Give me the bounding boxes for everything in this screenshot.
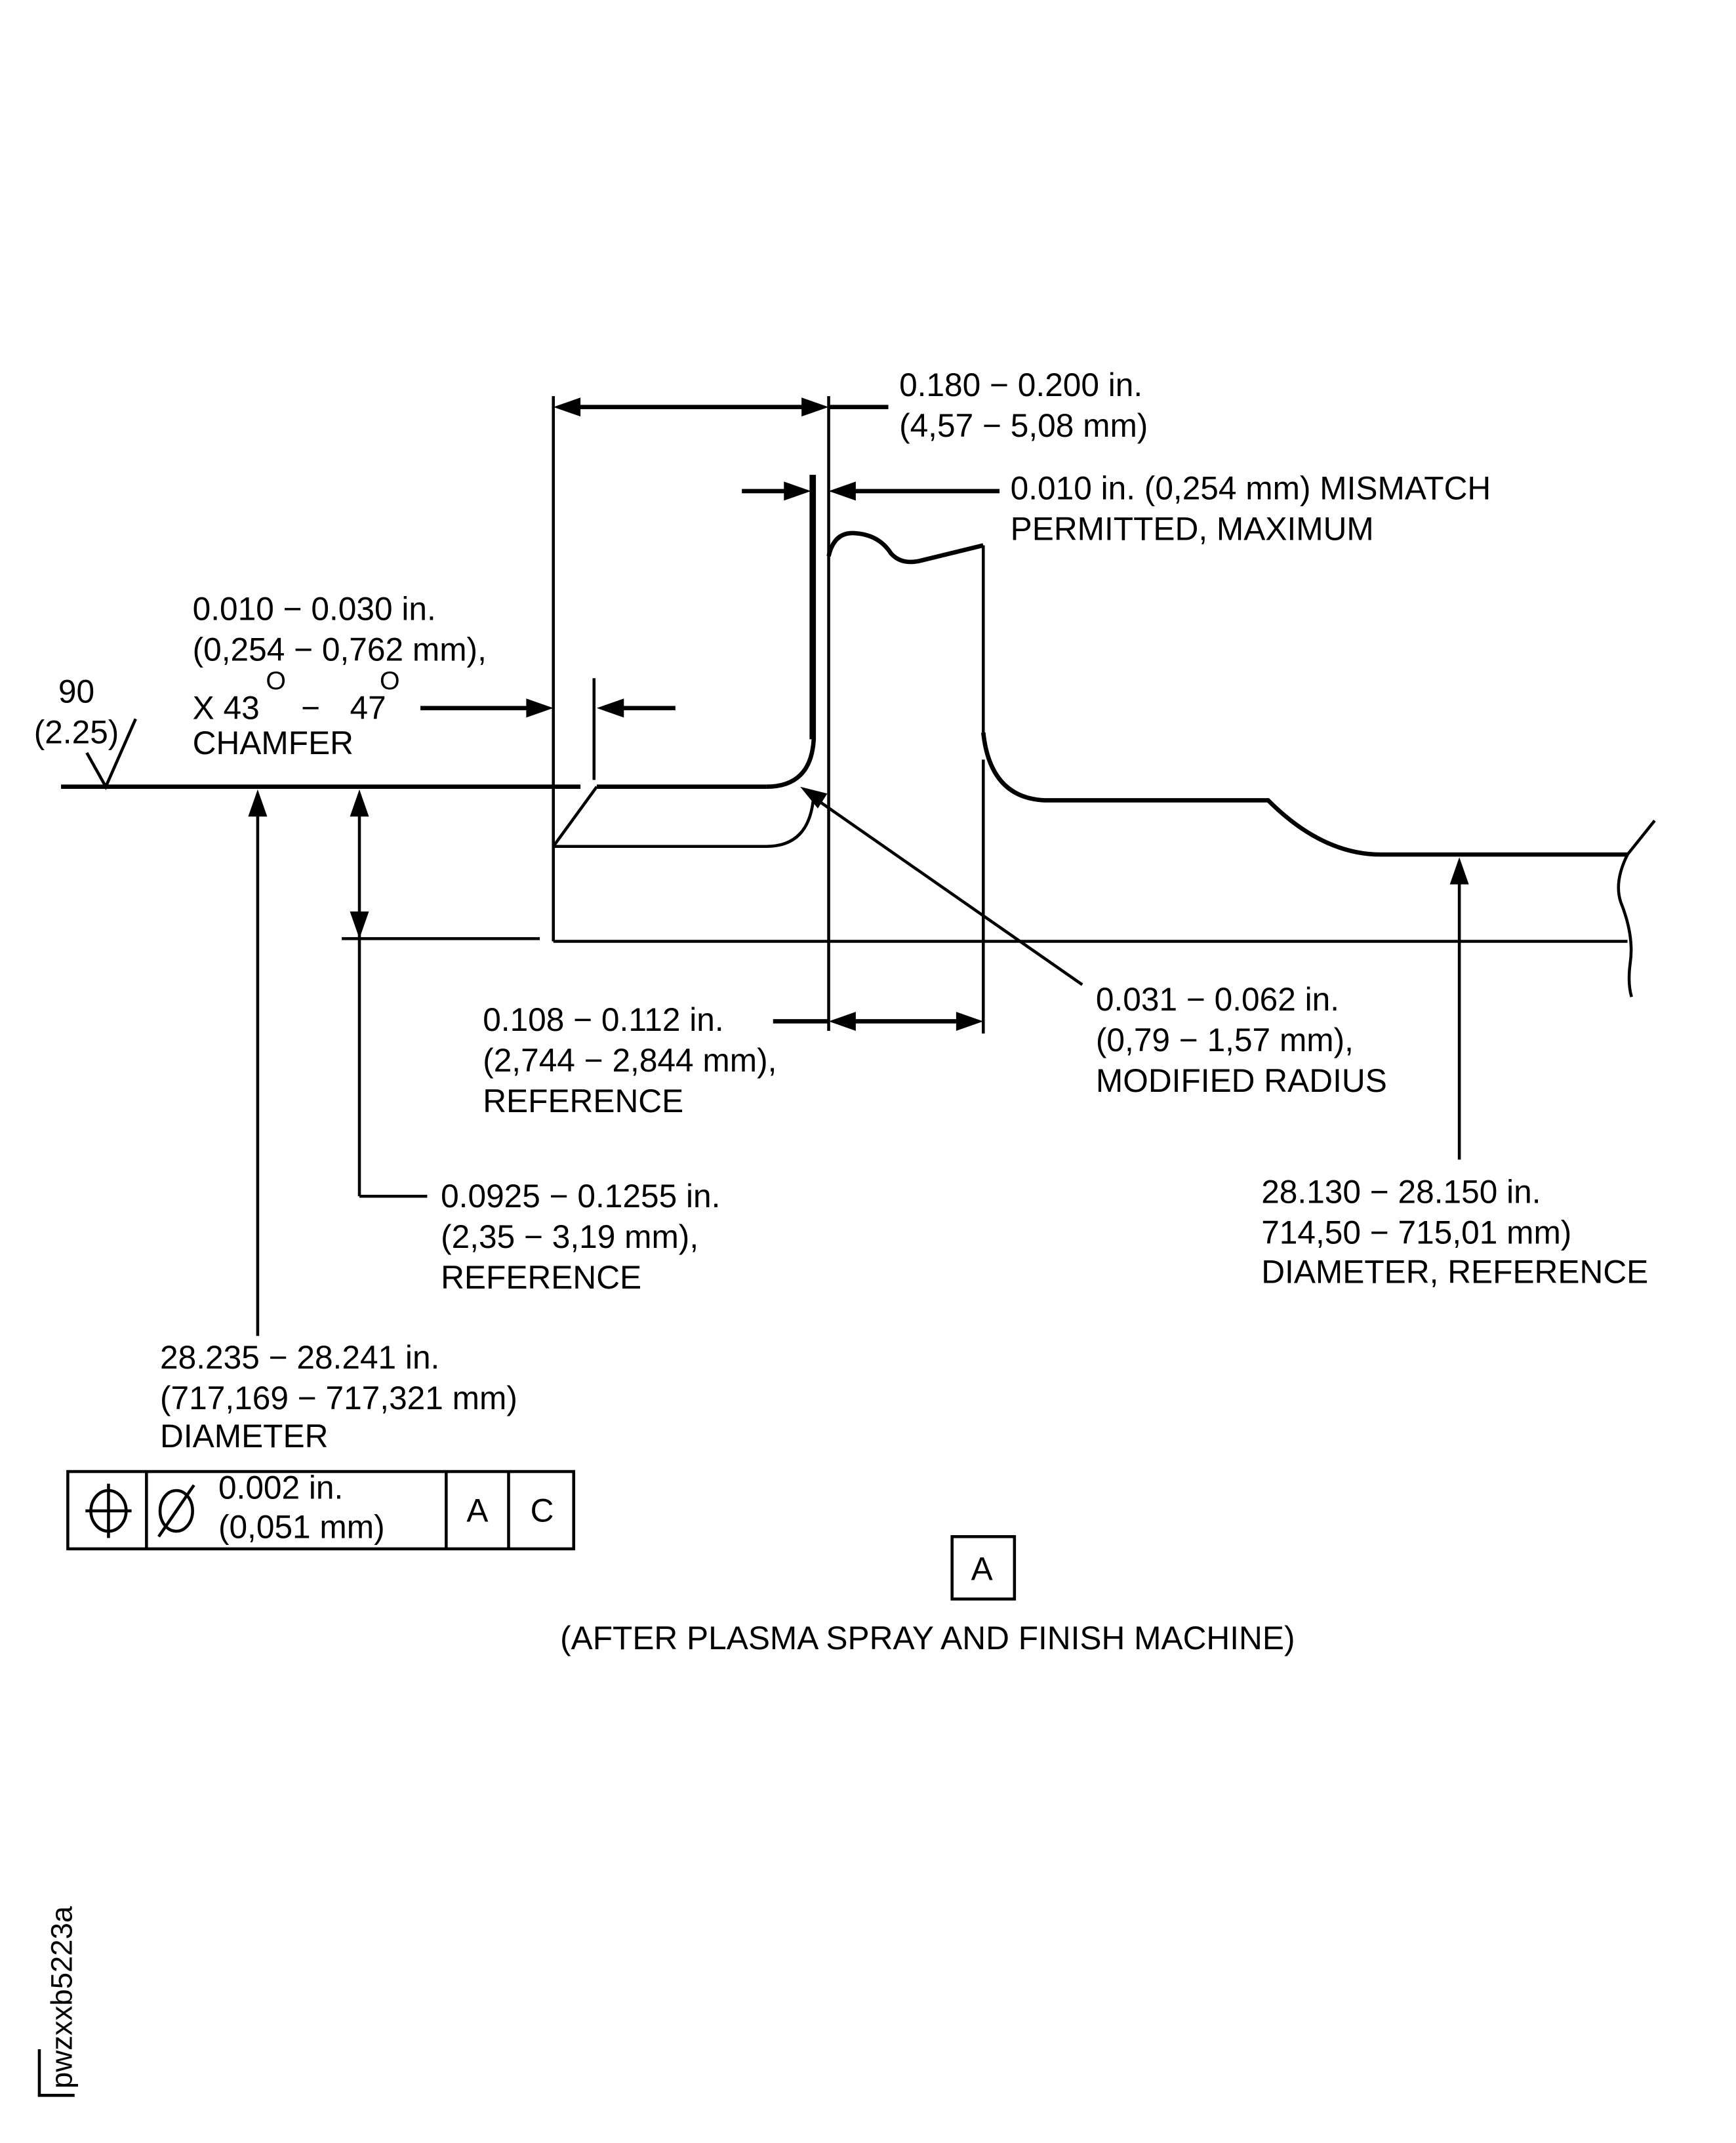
part-outline [61,396,1656,1034]
dia-ref-line3: DIAMETER, REFERENCE [1261,1254,1648,1291]
surface-finish-symbol: 90 (2.25) [34,673,137,790]
tolerance-line1: 0.002 in. [218,1469,343,1506]
surface-finish-value: 90 [58,673,94,710]
chamfer-label: CHAMFER [193,725,353,761]
dia-line3: DIAMETER [160,1418,328,1454]
datum-a: A [466,1492,488,1529]
dim-reference-height: 0.0925 − 0.1255 in. (2,35 − 3,19 mm), RE… [350,789,720,1296]
chamfer-angle2: 47 [350,689,386,726]
ref-width-line3: REFERENCE [483,1083,683,1119]
diameter-symbol-icon [157,1484,195,1538]
dim-width-top: 0.180 − 0.200 in. (4,57 − 5,08 mm) [553,367,1148,444]
ref-height-line2: (2,35 − 3,19 mm), [441,1218,698,1255]
ref-height-line3: REFERENCE [441,1259,641,1296]
radius-line2: (0,79 − 1,57 mm), [1096,1022,1354,1058]
surface-finish-alt: (2.25) [34,714,119,751]
chamfer-line2: (0,254 − 0,762 mm), [193,631,487,668]
dim-reference-width: 0.108 − 0.112 in. (2,744 − 2,844 mm), RE… [483,1001,984,1119]
datum-c: C [531,1492,554,1529]
ref-width-line1: 0.108 − 0.112 in. [483,1001,723,1038]
drawing-id: pwzxxb5223a [37,1906,79,2097]
view-label-text: A [971,1550,993,1587]
view-label: A [950,1535,1017,1601]
ref-height-line1: 0.0925 − 0.1255 in. [441,1178,720,1214]
chamfer-dash: − [301,689,320,726]
mismatch-line1: 0.010 in. (0,254 mm) MISMATCH [1011,470,1491,506]
dia-ref-line2: 714,50 − 715,01 mm) [1261,1214,1571,1251]
dim-mismatch: 0.010 in. (0,254 mm) MISMATCH PERMITTED,… [742,470,1491,740]
drawing-id-text: pwzxxb5223a [45,1906,79,2089]
dia-line2: (717,169 − 717,321 mm) [160,1380,517,1416]
degree-mark-2: O [380,666,400,695]
ref-width-line2: (2,744 − 2,844 mm), [483,1042,777,1079]
width-top-line2: (4,57 − 5,08 mm) [899,407,1148,444]
dim-chamfer: 0.010 − 0.030 in. (0,254 − 0,762 mm), X … [193,590,676,780]
dia-line1: 28.235 − 28.241 in. [160,1339,439,1376]
radius-line1: 0.031 − 0.062 in. [1096,981,1339,1018]
width-top-line1: 0.180 − 0.200 in. [899,367,1142,403]
dia-ref-line1: 28.130 − 28.150 in. [1261,1174,1541,1211]
tolerance-line2: (0,051 mm) [218,1508,385,1545]
chamfer-angle1: X 43 [193,689,260,726]
dim-diameter-reference: 28.130 − 28.150 in. 714,50 − 715,01 mm) … [1261,857,1648,1291]
dim-modified-radius: 0.031 − 0.062 in. (0,79 − 1,57 mm), MODI… [800,786,1387,1099]
degree-mark-1: O [266,666,286,695]
dim-diameter: 28.235 − 28.241 in. (717,169 − 717,321 m… [160,789,517,1454]
view-caption: (AFTER PLASMA SPRAY AND FINISH MACHINE) [560,1620,1295,1656]
radius-line3: MODIFIED RADIUS [1096,1062,1387,1099]
feature-control-frame: 0.002 in. (0,051 mm) A C [66,1469,576,1551]
position-icon [85,1483,132,1538]
chamfer-line1: 0.010 − 0.030 in. [193,590,436,627]
mismatch-line2: PERMITTED, MAXIMUM [1011,510,1374,547]
